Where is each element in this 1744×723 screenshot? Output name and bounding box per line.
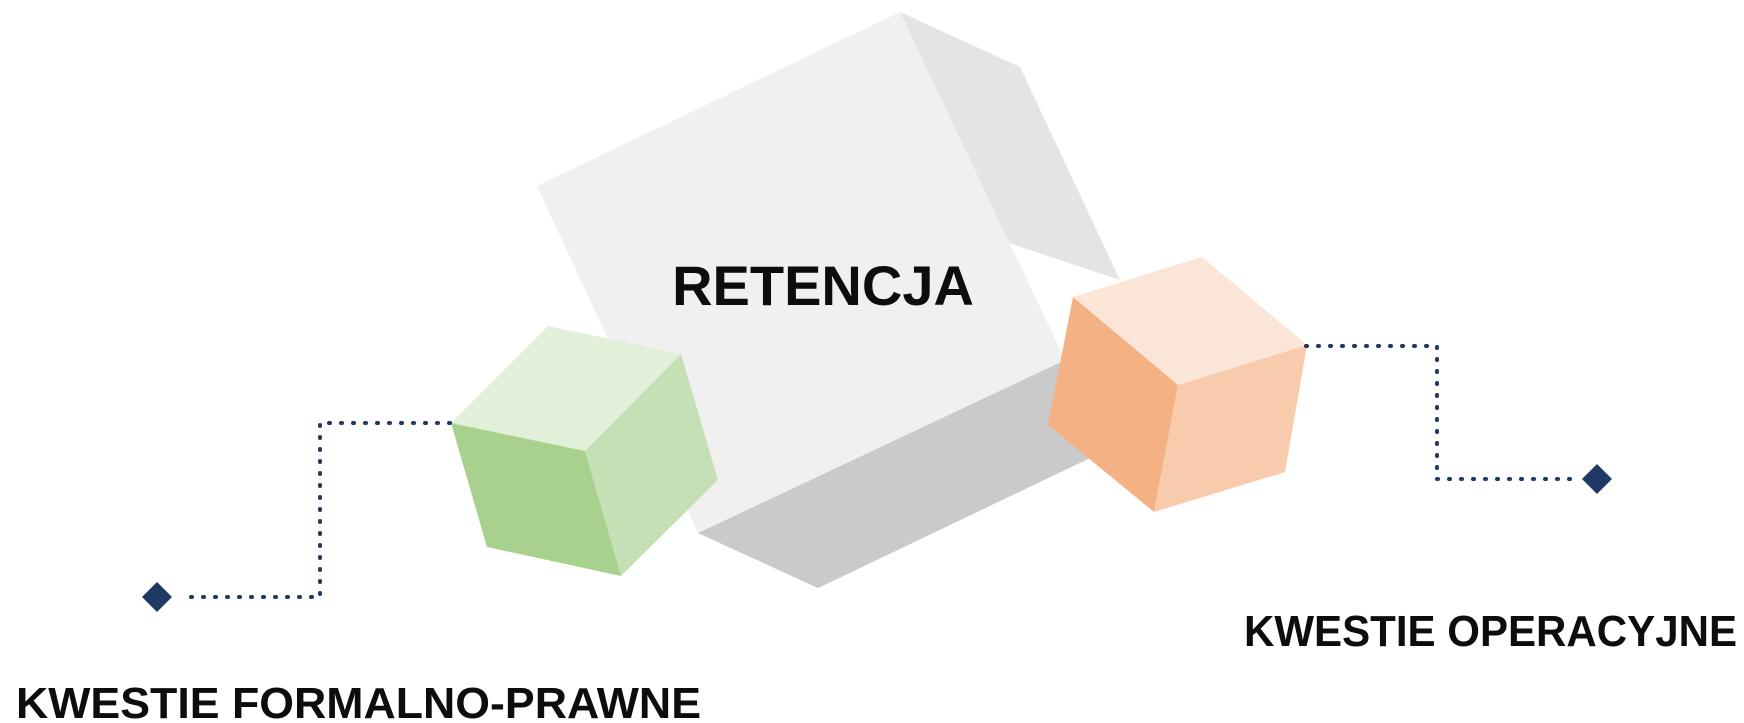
operational-label: KWESTIE OPERACYJNE: [1244, 607, 1737, 656]
formal-legal-cube-right-face: [585, 354, 718, 576]
retention-cube-side-face: [900, 12, 1120, 280]
operational-cube-left-face: [1048, 297, 1178, 512]
retention-cube-bottom-face: [698, 360, 1090, 588]
formal-legal-connector: [142, 421, 452, 612]
operational-connector-line: [1304, 344, 1574, 481]
formal-legal-connector-diamond: [142, 582, 172, 612]
formal-legal-label: KWESTIE FORMALNO-PRAWNE: [16, 679, 701, 723]
formal-legal-connector-line: [182, 421, 452, 599]
operational-connector-diamond: [1582, 464, 1612, 494]
formal-legal-cube-top-face: [451, 326, 681, 451]
operational-cube-top-face: [1073, 257, 1307, 385]
operational-cube-right-face: [1154, 345, 1307, 512]
formal-legal-cube: [451, 326, 718, 576]
operational-connector: [1304, 344, 1612, 494]
formal-legal-cube-left-face: [451, 423, 621, 576]
operational-cube: [1048, 257, 1307, 512]
center-label: RETENCJA: [672, 254, 974, 317]
